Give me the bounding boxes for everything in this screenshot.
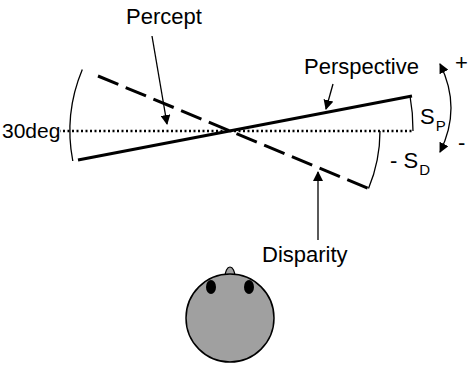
- angle-arc: [410, 96, 413, 131]
- angle-arc: [70, 69, 82, 161]
- sign-arrow: [440, 64, 451, 152]
- angle-symbol: - S: [390, 150, 418, 172]
- perspective-line: [78, 96, 412, 160]
- angle-symbol: S: [420, 106, 435, 128]
- angle-arc: [369, 131, 381, 189]
- leader-arrow: [152, 36, 167, 124]
- sign-label: +: [455, 52, 468, 74]
- perspective-label: Perspective: [304, 56, 419, 78]
- head-eye: [206, 280, 216, 294]
- leader-arrow: [317, 172, 318, 240]
- percept-label: Percept: [126, 6, 202, 28]
- angle-subscript: D: [419, 162, 430, 177]
- disparity-label: Disparity: [262, 244, 348, 266]
- disparity-line: [98, 76, 372, 190]
- head: [186, 274, 274, 362]
- leader-arrow: [326, 84, 333, 109]
- angle-subscript: P: [436, 118, 446, 133]
- sign-label: -: [458, 132, 465, 154]
- angle-label: 30deg: [2, 120, 60, 141]
- head-eye: [244, 280, 254, 294]
